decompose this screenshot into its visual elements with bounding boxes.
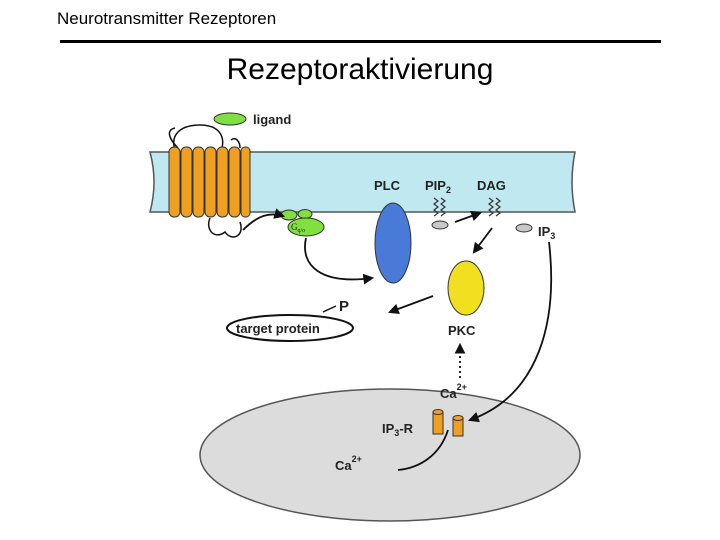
pip2-subscript: 2 bbox=[446, 185, 451, 195]
ip3-subscript: 3 bbox=[550, 231, 555, 241]
dag-label: DAG bbox=[477, 178, 506, 193]
plc-label: PLC bbox=[374, 178, 401, 193]
g-protein-label: Gq/o bbox=[291, 222, 305, 234]
arrow-pkc-to-target bbox=[387, 295, 434, 315]
endoplasmic-reticulum bbox=[199, 388, 581, 522]
plc-enzyme bbox=[374, 202, 412, 284]
ca-cytosol-superscript: 2+ bbox=[457, 382, 467, 392]
arrow-ca-release bbox=[397, 429, 449, 471]
ca-er-label: Ca2+ bbox=[335, 454, 362, 473]
slide-title: Rezeptoraktivierung bbox=[226, 53, 494, 86]
g-protein: Gq/o bbox=[280, 209, 325, 237]
pip2-label: PIP2 bbox=[425, 178, 451, 195]
g-protein-letter: G bbox=[291, 222, 298, 232]
ca-er-superscript: 2+ bbox=[352, 454, 362, 464]
arrow-pip2-to-dag bbox=[454, 210, 483, 223]
ip3r-label: IP3-R bbox=[382, 421, 414, 438]
arrow-gprotein-to-plc bbox=[304, 237, 375, 285]
arrow-dag-to-pkc bbox=[472, 227, 493, 254]
g-protein-subscript: q/o bbox=[298, 228, 306, 234]
ca-cytosol-label: Ca2+ bbox=[440, 382, 467, 401]
ligand-molecule bbox=[213, 112, 247, 126]
ip3r-text: IP bbox=[382, 421, 395, 436]
dag-lipid-tails bbox=[488, 197, 501, 217]
ca-cytosol-text: Ca bbox=[440, 386, 457, 401]
arrow-receptor-to-gprotein bbox=[242, 208, 286, 231]
ip3-text: IP bbox=[538, 224, 551, 239]
ip3-molecule bbox=[515, 223, 533, 233]
pip2-text: PIP bbox=[425, 178, 446, 193]
cell-membrane bbox=[149, 151, 576, 213]
ip3-label: IP3 bbox=[538, 224, 555, 241]
ip3-receptor-channel bbox=[432, 409, 464, 437]
phosphate-label: P bbox=[339, 298, 349, 315]
gpcr-receptor bbox=[168, 124, 251, 238]
target-protein bbox=[226, 314, 354, 342]
target-protein-label: target protein bbox=[236, 321, 320, 336]
pkc-enzyme bbox=[447, 260, 485, 316]
ip3r-subscript: 3 bbox=[394, 428, 399, 438]
pip2-lipid-tails bbox=[433, 197, 446, 217]
ligand-label: ligand bbox=[253, 112, 291, 127]
pkc-label: PKC bbox=[448, 323, 476, 338]
pip2-headgroup bbox=[431, 220, 449, 230]
phosphate-bond bbox=[322, 305, 337, 313]
ip3r-suffix: -R bbox=[399, 421, 413, 436]
arrow-ip3-to-receptor bbox=[467, 241, 552, 423]
header-divider bbox=[60, 40, 661, 43]
ca-er-text: Ca bbox=[335, 458, 352, 473]
header-title: Neurotransmitter Rezeptoren bbox=[57, 9, 277, 28]
